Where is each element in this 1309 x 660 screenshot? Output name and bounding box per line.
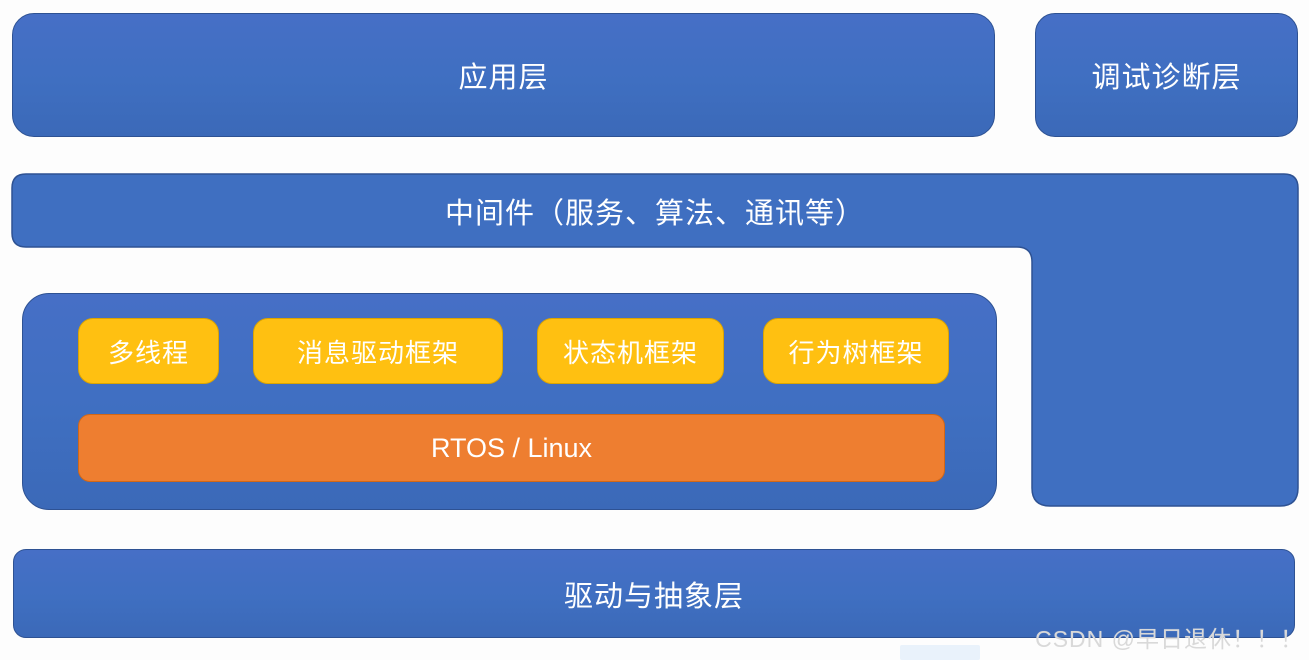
debug-diagnostics-layer-box: 调试诊断层 [1035, 13, 1298, 137]
debug-diagnostics-layer-label: 调试诊断层 [1091, 62, 1242, 94]
csdn-watermark: CSDN @早日退休！！！ [1035, 626, 1304, 652]
application-layer-label: 应用层 [458, 62, 549, 94]
driver-abstraction-layer-box: 驱动与抽象层 [13, 549, 1295, 638]
partial-next-shape [900, 645, 980, 660]
module-box-message-driven-framework: 消息驱动框架 [253, 318, 503, 384]
middleware-layer-label: 中间件（服务、算法、通讯等） [444, 197, 865, 230]
module-message-driven-framework-label: 消息驱动框架 [296, 337, 459, 368]
application-layer-box: 应用层 [12, 13, 995, 137]
module-box-multithread: 多线程 [78, 318, 219, 384]
module-multithread-label: 多线程 [107, 337, 189, 368]
os-rtos-linux-bar: RTOS / Linux [78, 414, 945, 482]
module-box-state-machine-framework: 状态机框架 [537, 318, 724, 384]
module-state-machine-framework-label: 状态机框架 [562, 337, 698, 368]
os-rtos-linux-label: RTOS / Linux [430, 432, 593, 463]
module-behavior-tree-framework-label: 行为树框架 [788, 337, 924, 368]
module-box-behavior-tree-framework: 行为树框架 [763, 318, 949, 384]
driver-abstraction-layer-label: 驱动与抽象层 [563, 580, 744, 613]
